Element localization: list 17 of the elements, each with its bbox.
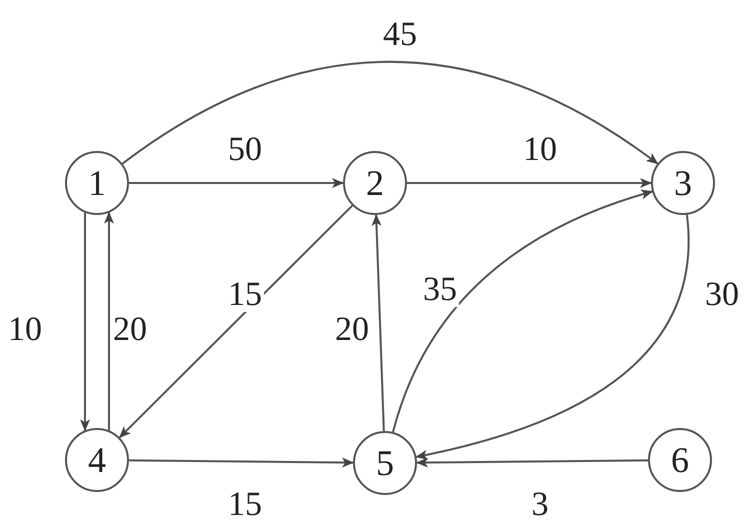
- arrow: [80, 212, 90, 432]
- arrow: [104, 212, 114, 430]
- node-number: 5: [376, 445, 394, 481]
- arrow: [416, 458, 648, 468]
- arrow: [122, 61, 658, 164]
- arrow: [118, 204, 354, 438]
- node-number: 6: [671, 442, 689, 478]
- arrow: [372, 214, 385, 432]
- node-number: 4: [88, 442, 106, 478]
- node-number: 3: [674, 165, 692, 201]
- arrow: [128, 458, 354, 468]
- node-number: 2: [366, 165, 384, 201]
- arrow: [392, 190, 654, 432]
- arrow: [129, 178, 344, 188]
- node-number: 1: [88, 165, 106, 201]
- arrow: [415, 214, 690, 460]
- arrow: [407, 178, 652, 188]
